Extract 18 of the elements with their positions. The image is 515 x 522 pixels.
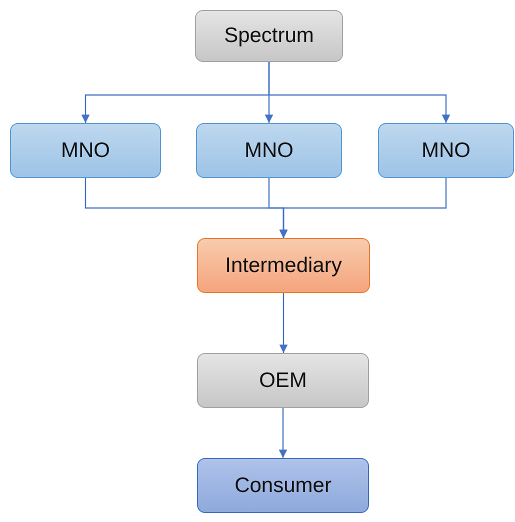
node-label: OEM [259, 368, 307, 392]
node-label: Spectrum [224, 24, 314, 48]
arrow [279, 293, 288, 353]
process-box [197, 353, 369, 408]
node-label: Intermediary [225, 254, 342, 278]
arrow [268, 62, 450, 123]
node-label: MNO [244, 138, 294, 162]
arrow [278, 408, 288, 458]
node-label: MNO [61, 138, 110, 162]
process-box [378, 123, 514, 178]
process-box [10, 123, 161, 178]
process-box [197, 238, 370, 293]
node-label: Consumer [234, 474, 332, 498]
process-box [195, 10, 343, 62]
node-label: MNO [422, 138, 470, 162]
arrow [279, 178, 447, 238]
process-box [196, 123, 342, 178]
process-box [197, 458, 369, 513]
